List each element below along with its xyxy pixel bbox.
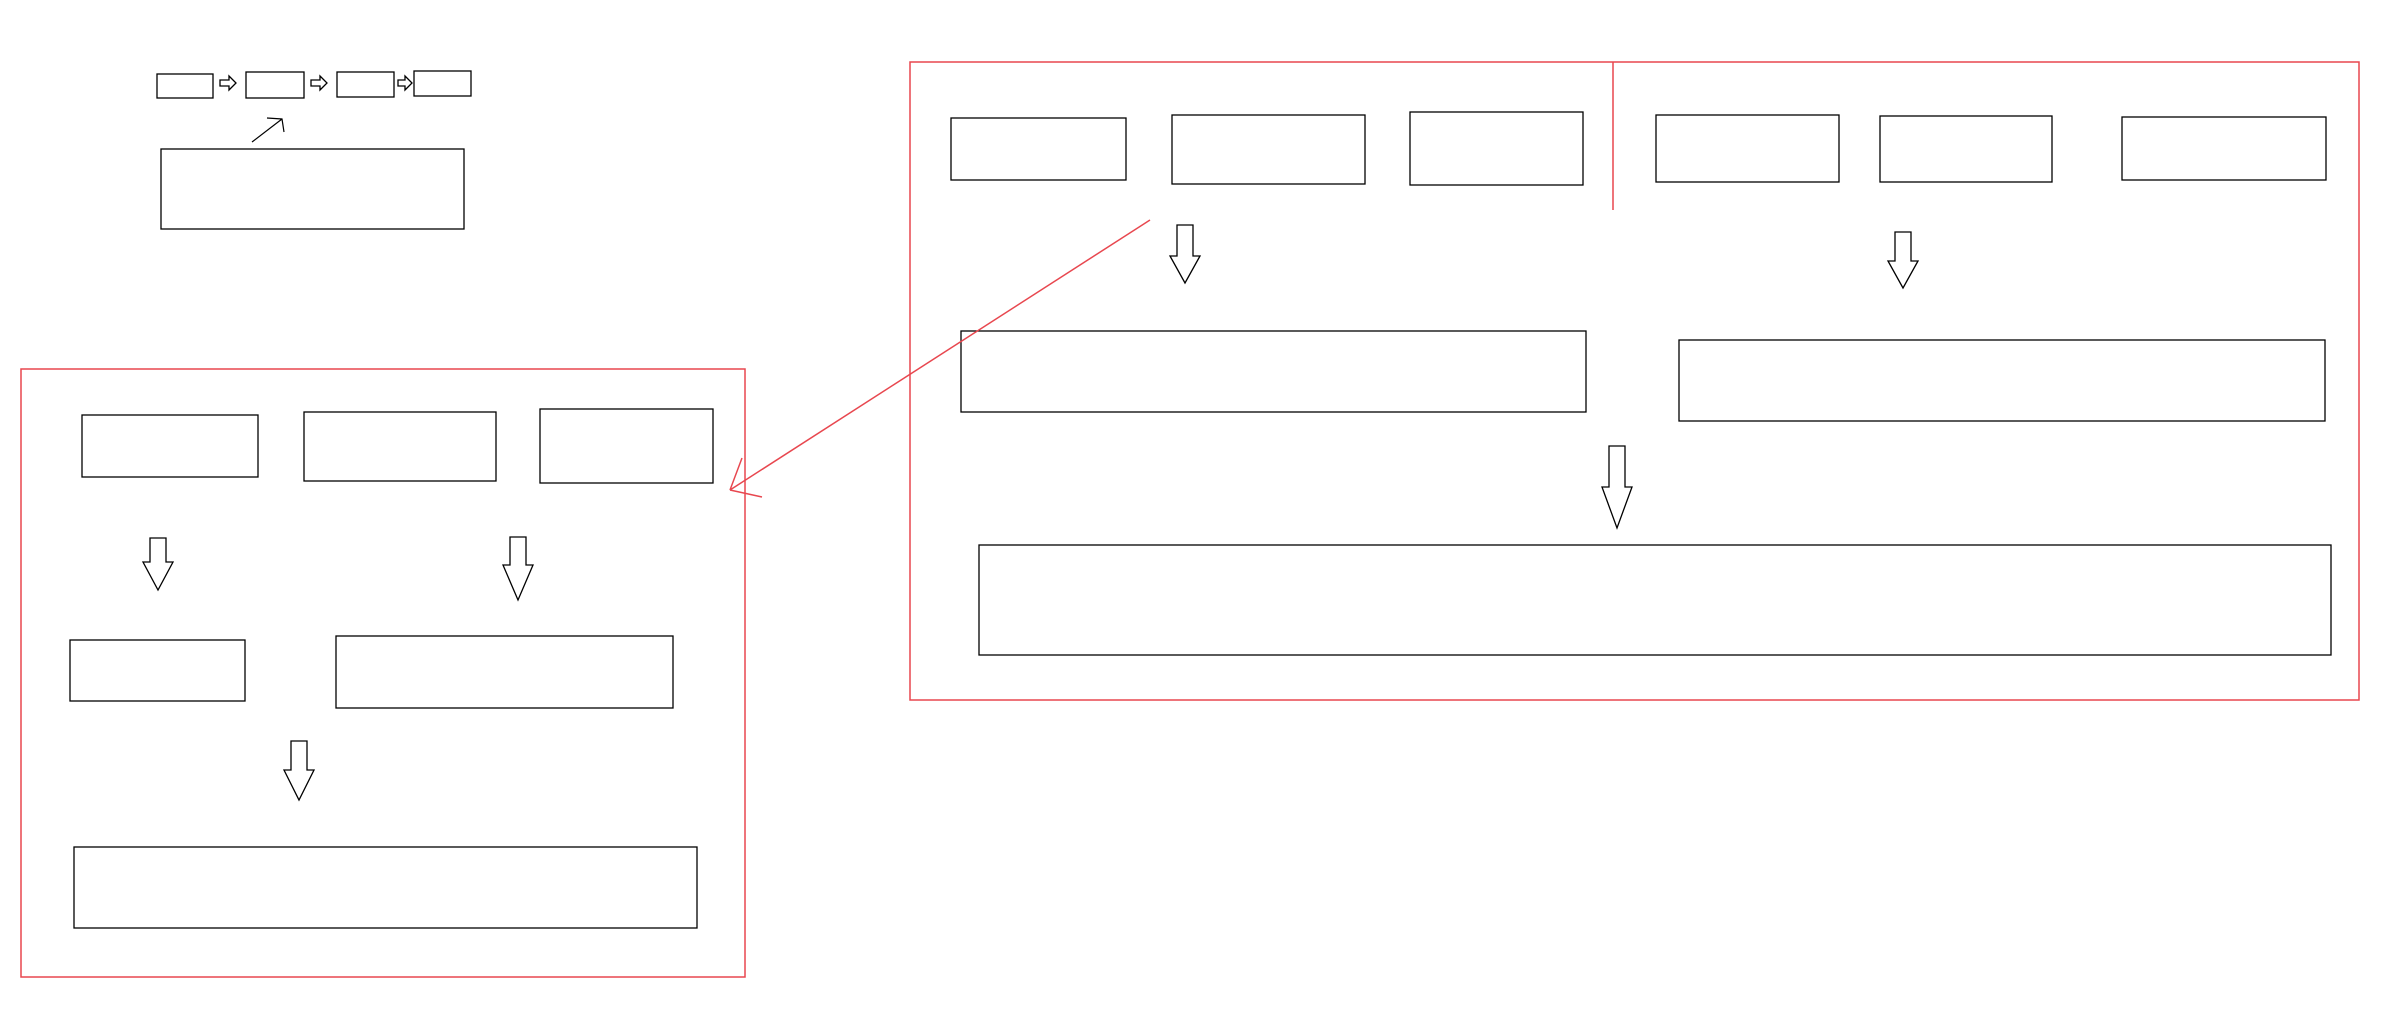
right-middle-box-right <box>1678 339 2326 422</box>
right-bottom-box <box>978 544 2332 656</box>
overview-right-arrow-3 <box>397 74 413 92</box>
zoom-connector-arrow <box>729 219 1151 498</box>
overview-pointer-arrow <box>251 117 285 143</box>
right-top-box-5 <box>1879 115 2053 183</box>
right-down-arrow-right <box>1886 231 1920 290</box>
overview-right-arrow-1 <box>219 74 237 92</box>
left-bottom-box <box>73 846 698 929</box>
left-top-box-2 <box>303 411 497 482</box>
right-top-box-1 <box>950 117 1127 181</box>
overview-right-arrow-2 <box>310 74 328 92</box>
overview-step-box-1 <box>156 73 214 99</box>
right-frame-group <box>909 61 2360 701</box>
right-top-box-2 <box>1171 114 1366 185</box>
overview-diagram <box>156 70 472 230</box>
left-middle-box-2 <box>335 635 674 709</box>
left-middle-box-1 <box>69 639 246 702</box>
overview-step-box-2 <box>245 71 305 99</box>
left-down-arrow-3 <box>282 740 316 802</box>
right-down-arrow-center <box>1601 445 1633 530</box>
left-top-box-3 <box>539 408 714 484</box>
left-down-arrow-2 <box>502 536 534 602</box>
overview-base-box <box>160 148 465 230</box>
right-middle-box-left <box>960 330 1587 413</box>
right-down-arrow-left <box>1168 224 1202 285</box>
left-down-arrow-1 <box>141 537 175 592</box>
right-top-box-3 <box>1409 111 1584 186</box>
overview-step-box-4 <box>413 70 472 97</box>
right-top-box-6 <box>2121 116 2327 181</box>
right-top-box-4 <box>1655 114 1840 183</box>
overview-step-box-3 <box>336 71 395 98</box>
left-frame-group <box>20 368 746 978</box>
left-frame <box>20 368 746 978</box>
left-top-box-1 <box>81 414 259 478</box>
right-frame <box>909 61 2360 701</box>
